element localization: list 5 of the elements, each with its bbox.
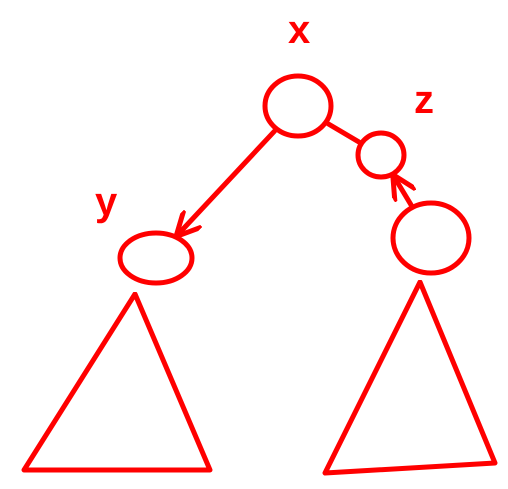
arrow xyxy=(390,172,419,208)
node-label: z xyxy=(414,80,434,120)
arrow xyxy=(174,128,278,240)
node-label: x xyxy=(288,10,310,50)
node-label: y xyxy=(95,182,118,222)
